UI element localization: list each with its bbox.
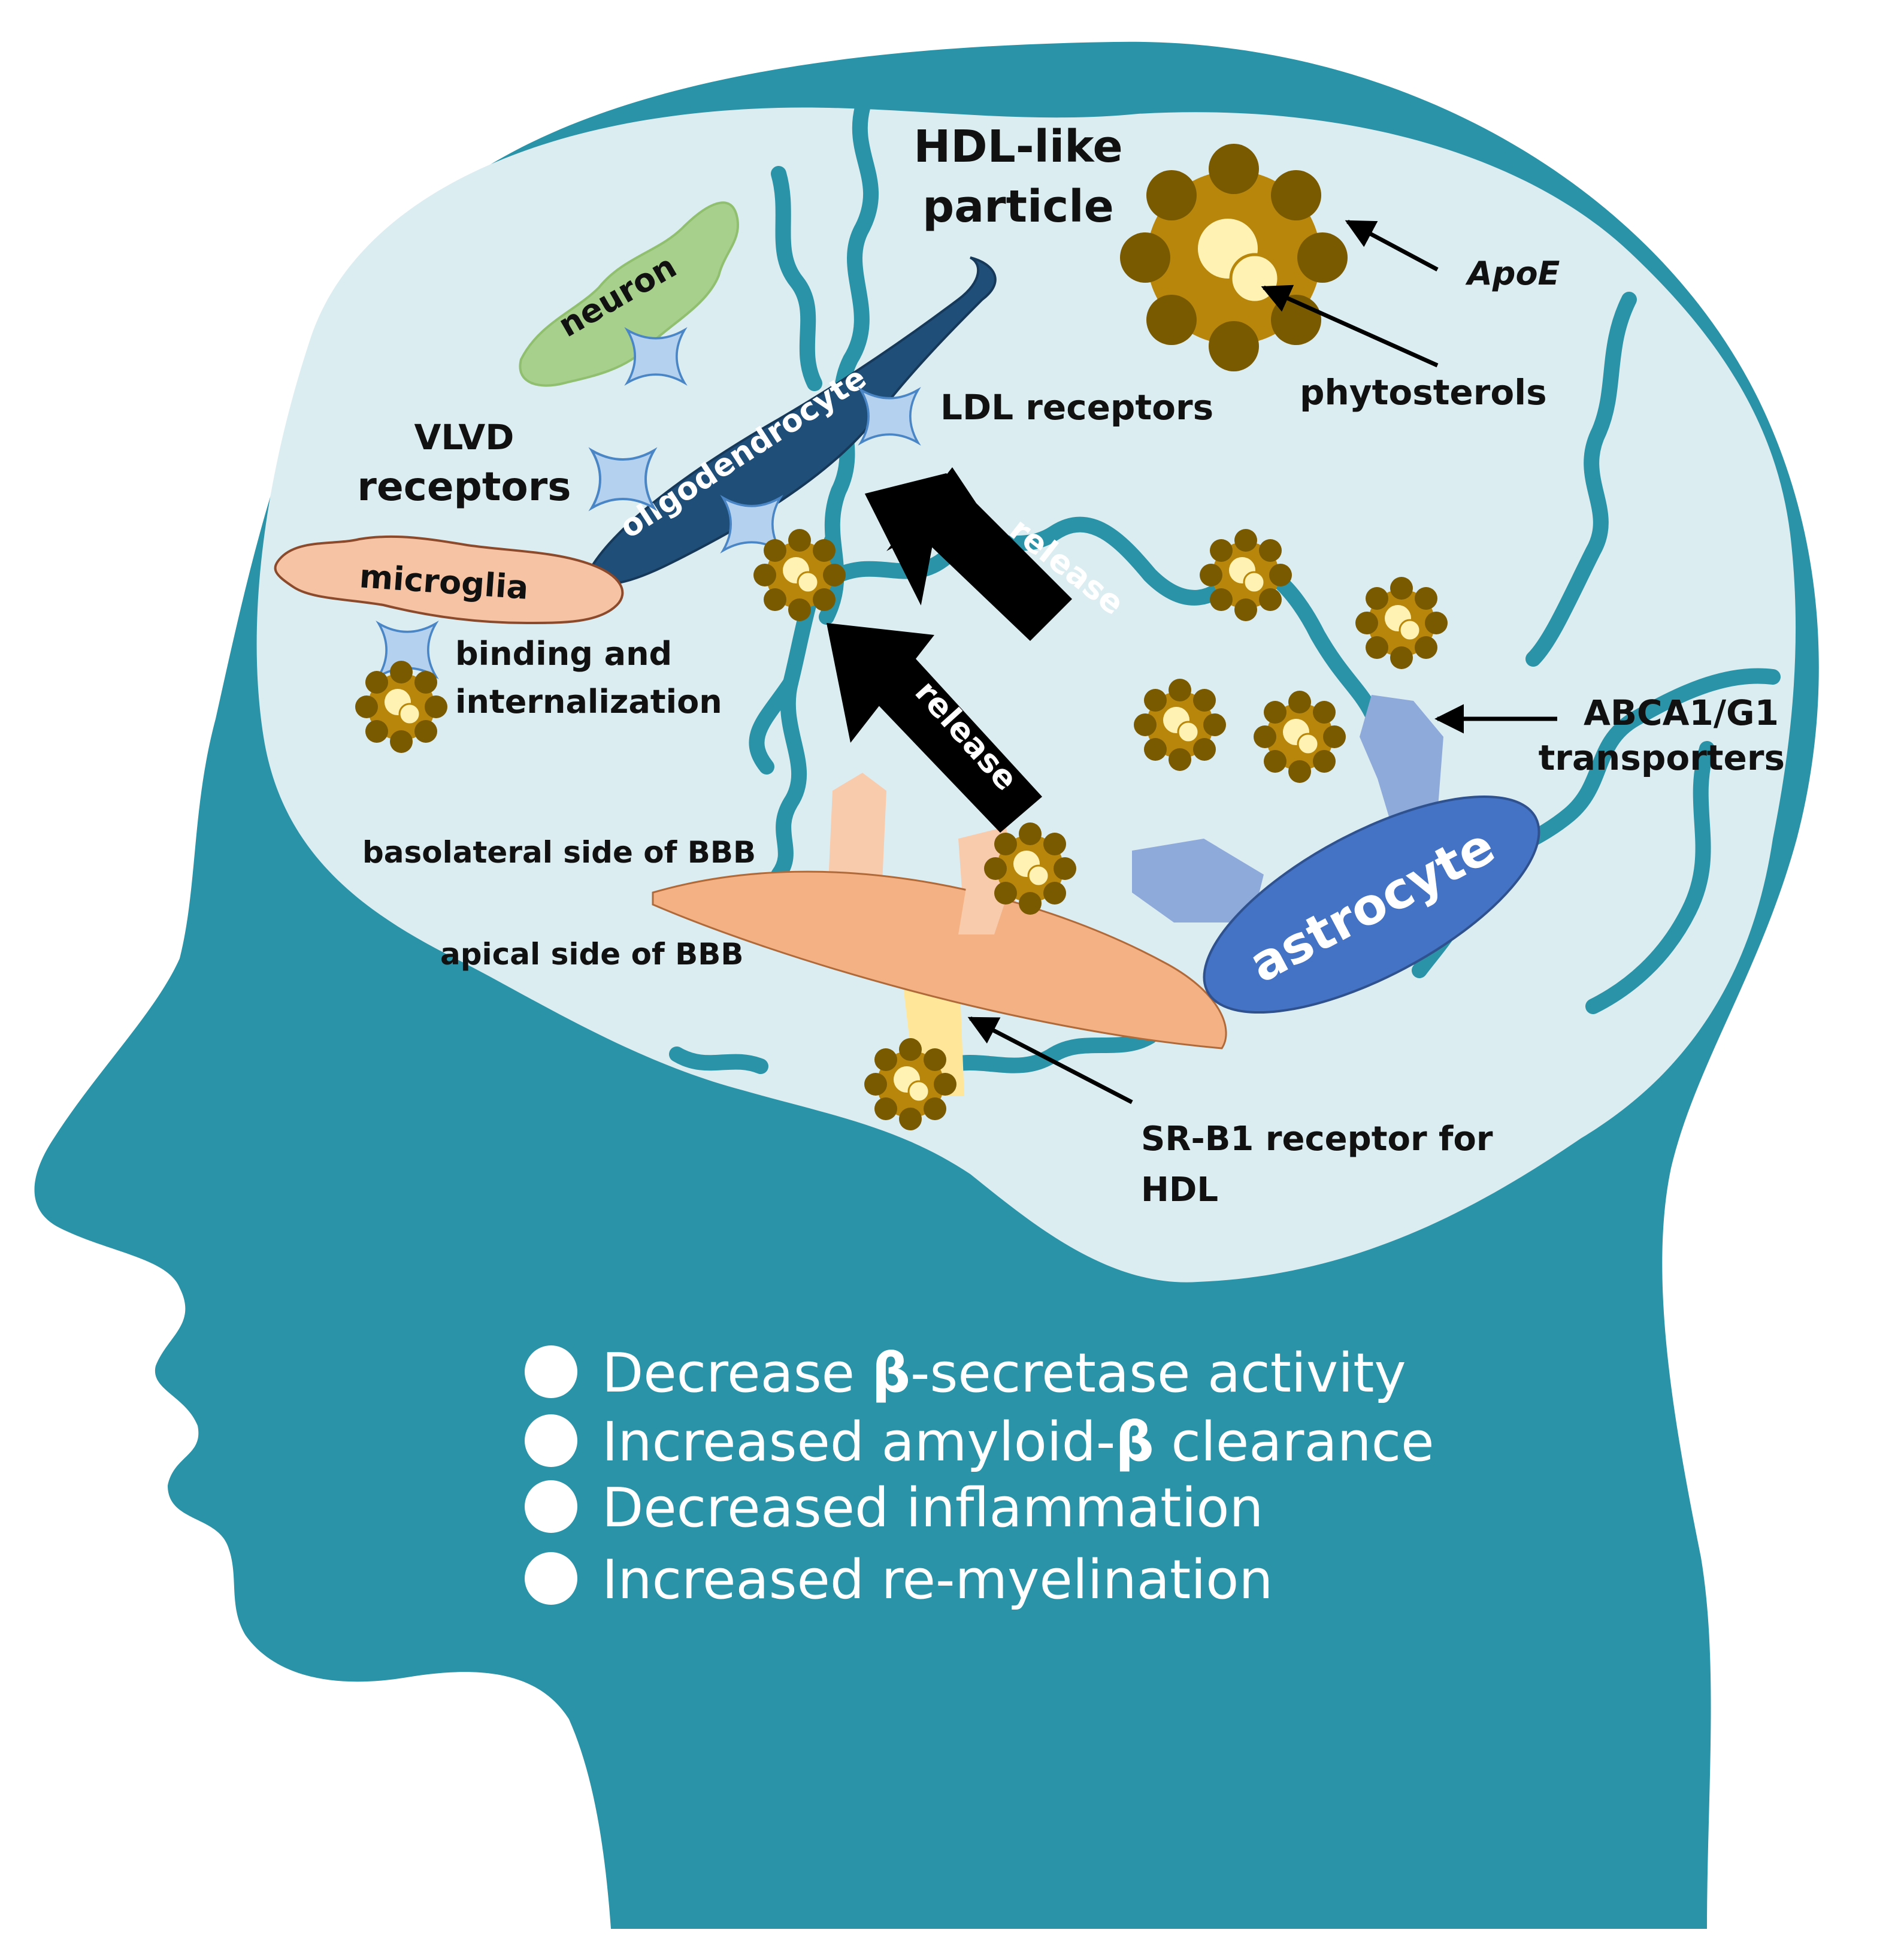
microglia-cell: microglia — [274, 535, 624, 625]
particle-icon — [1133, 677, 1227, 772]
particle-icon — [354, 660, 449, 754]
diagram-labels: HDL-like particle ApoE phytosterols LDL … — [357, 121, 1785, 1209]
pointer-arrows — [967, 219, 1557, 1105]
particle-icon — [1252, 689, 1347, 784]
ldl-receptors-label: LDL receptors — [940, 387, 1213, 428]
vlvd-label-line1: VLVD — [414, 417, 514, 458]
bullet-icon — [525, 1552, 577, 1605]
neuron-receptor-icon — [626, 329, 686, 384]
bullet-icon — [525, 1480, 577, 1533]
basolateral-label: basolateral side of BBB — [362, 835, 756, 870]
bullet-icon — [525, 1414, 577, 1467]
abca1-g1-transporters — [1132, 695, 1443, 922]
effects-list: Decrease β-secretase activity Increased … — [525, 1342, 1434, 1611]
abca-label-line2: transporters — [1539, 737, 1785, 778]
effect-item: Increased amyloid-β clearance — [525, 1411, 1434, 1474]
srb1-label-line2: HDL — [1141, 1170, 1218, 1209]
apoe-label: ApoE — [1465, 255, 1560, 292]
effect-item: Decrease β-secretase activity — [525, 1342, 1406, 1405]
bullet-icon — [525, 1345, 577, 1398]
particle-icon — [752, 528, 847, 622]
effect-text: Decreased inflammation — [602, 1477, 1263, 1539]
abca-label-line1: ABCA1/G1 — [1584, 692, 1779, 733]
effect-item: Decreased inflammation — [525, 1477, 1263, 1539]
vlvd-receptor-icon — [591, 449, 655, 509]
effect-text: Increased amyloid-β clearance — [602, 1411, 1434, 1474]
particle-icon — [863, 1037, 958, 1132]
hdl-like-title-line1: HDL-like — [913, 121, 1122, 173]
ldl-receptor-icon — [859, 389, 919, 444]
hdl-like-title-line2: particle — [922, 181, 1114, 232]
effect-item: Increased re-myelination — [525, 1548, 1273, 1611]
phytosterols-label: phytosterols — [1300, 372, 1547, 413]
particle-icon — [1198, 528, 1293, 622]
apical-label: apical side of BBB — [440, 937, 743, 972]
srb1-label-line1: SR-B1 receptor for — [1141, 1120, 1493, 1159]
bbb-layer — [652, 870, 1227, 1049]
particle-icon — [1354, 576, 1449, 670]
binding-label-line1: binding and — [455, 635, 672, 673]
vlvd-label-line2: receptors — [357, 464, 571, 510]
particle-icon — [983, 821, 1077, 916]
brain-area — [256, 107, 1796, 1283]
effect-text: Decrease β-secretase activity — [602, 1342, 1406, 1405]
hdl-like-particle-large — [1120, 144, 1348, 371]
binding-label-line2: internalization — [455, 683, 722, 721]
effect-text: Increased re-myelination — [602, 1548, 1273, 1611]
